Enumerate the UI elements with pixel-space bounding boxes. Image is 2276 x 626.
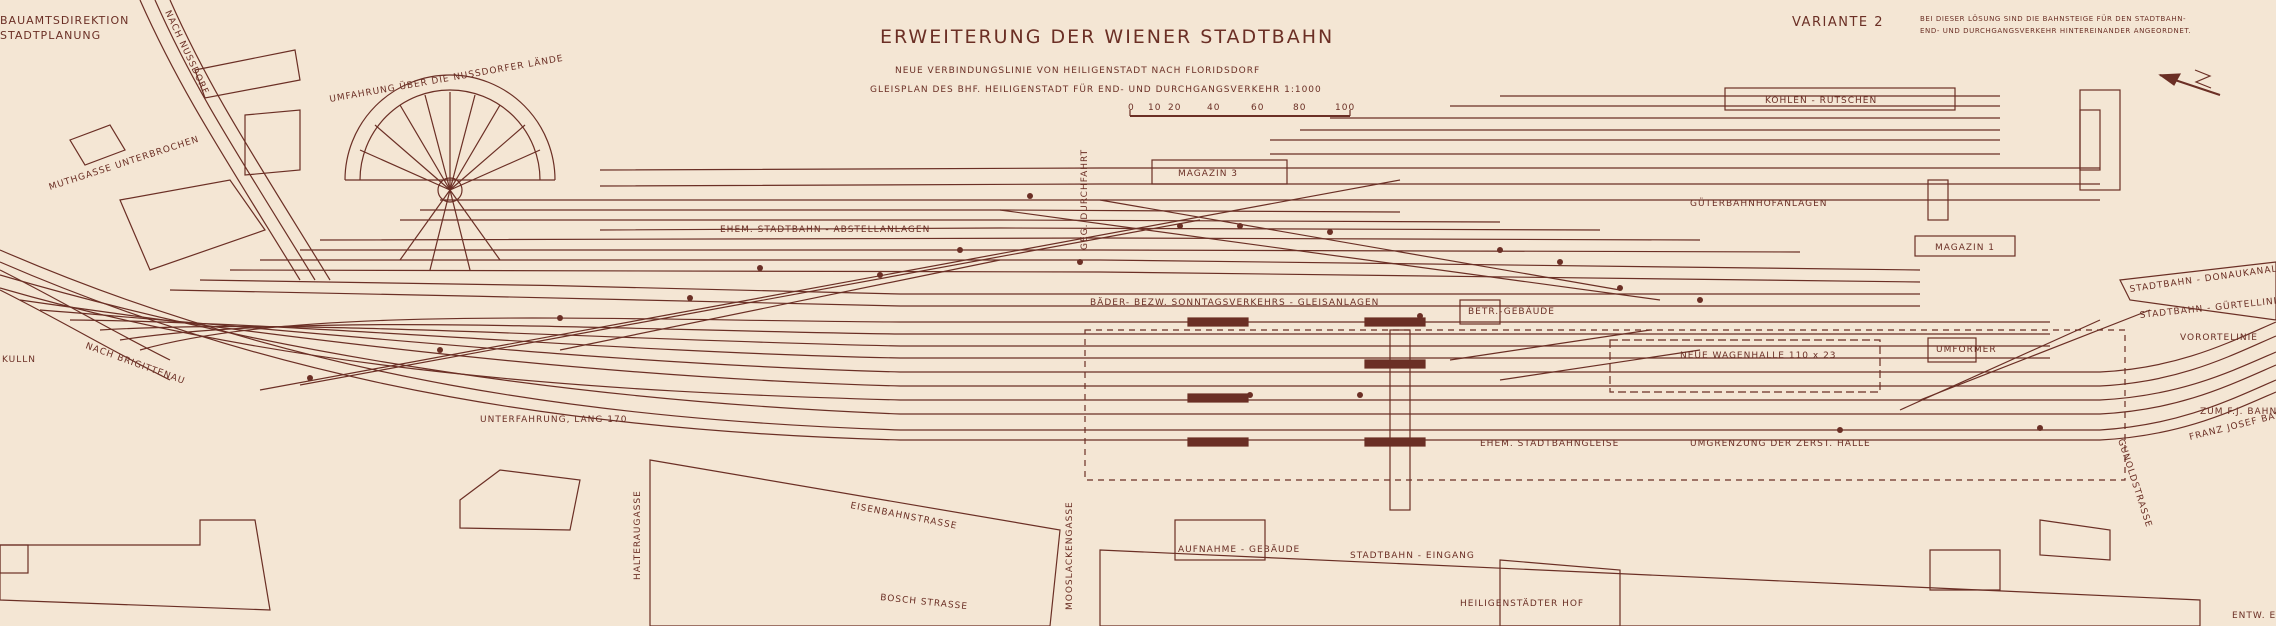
- platform-canopy-5: [1364, 359, 1426, 369]
- scale-bar: 0 10 20 40 60 80 100: [1128, 103, 1355, 117]
- label-geg-durchfahrt: GEG. DURCHFAHRT: [1080, 149, 1090, 250]
- scale-tick-60: 60: [1251, 103, 1264, 113]
- betriebs-gebaeude: [1459, 299, 1501, 325]
- label-magazin-1: MAGAZIN 1: [1935, 243, 1995, 253]
- switch-connectors: [259, 179, 2151, 411]
- variant-note-line-1: BEI DIESER LÖSUNG SIND DIE BAHNSTEIGE FÜ…: [1920, 15, 2187, 23]
- label-halteraugasse: HALTERAUGASSE: [633, 490, 643, 580]
- authority-line-2: STADTPLANUNG: [0, 29, 102, 42]
- label-donaukanallinie: STADTBAHN - DONAUKANALLINIE: [2129, 260, 2276, 295]
- label-ehem-stadtbahngleise: EHEM. STADTBAHNGLEISE: [1480, 439, 1619, 449]
- scale-tick-10: 10: [1148, 103, 1161, 113]
- label-magazin-3: MAGAZIN 3: [1178, 169, 1238, 179]
- variant-note-line-2: END- UND DURCHGANGSVERKEHR HINTEREINANDE…: [1920, 27, 2192, 35]
- label-gueterbahnhof: GÜTERBAHNHOFANLAGEN: [1690, 198, 1828, 209]
- plan-labels: MAGAZIN 3 MAGAZIN 1 KOHLEN - RUTSCHEN GÜ…: [2, 9, 2276, 621]
- variant-label: VARIANTE 2: [1792, 15, 1884, 30]
- authority-line-1: BAUAMTSDIREKTION: [0, 14, 130, 27]
- label-stadtbahn-eingang: STADTBAHN - EINGANG: [1350, 551, 1475, 561]
- magazin-3-building: [1151, 159, 1288, 185]
- label-nach-nussdorf: NACH NUSSDORF: [162, 9, 210, 96]
- label-betr-gebaeude: BETR.-GEBÄUDE: [1468, 306, 1555, 317]
- scale-tick-40: 40: [1207, 103, 1220, 113]
- label-gunoldstrasse: GUNOLDSTRASSE: [2115, 438, 2153, 529]
- label-wagenhalle: NEUE WAGENHALLE 110 x 23: [1680, 351, 1837, 361]
- aufnahme-gebaeude: [1174, 519, 1266, 561]
- label-umgrenzung: UMGRENZUNG DER ZERST. HALLE: [1690, 439, 1871, 449]
- label-nach-brigittenau: NACH BRIGITTENAU: [84, 341, 186, 386]
- label-aufnahme-gebaeude: AUFNAHME - GEBÄUDE: [1178, 544, 1300, 555]
- wagenhalle-outline: [1609, 339, 1881, 393]
- station-structures: [1084, 87, 2126, 561]
- variant-note: BEI DIESER LÖSUNG SIND DIE BAHNSTEIGE FÜ…: [1920, 13, 2191, 37]
- city-blocks: [0, 49, 2276, 626]
- plan-title: ERWEITERUNG DER WIENER STADTBAHN: [880, 26, 1335, 48]
- label-boschstrasse: BOSCH STRASSE: [880, 593, 969, 612]
- nussdorf-line: [0, 0, 331, 381]
- label-baeder-gleisanlagen: BÄDER- BEZW. SONNTAGSVERKEHRS - GLEISANL…: [1090, 297, 1379, 308]
- label-kohlen: KOHLEN - RUTSCHEN: [1765, 96, 1877, 106]
- platform-canopy-4: [1364, 317, 1426, 327]
- label-zum-fj-bahnhof: ZUM F.J. BAHNHOF: [2200, 407, 2276, 417]
- halle-umgrenzung: [1084, 329, 2126, 481]
- label-eisenbahnstrasse: EISENBAHNSTRASSE: [849, 501, 958, 532]
- stadtbahn-eingang-passage: [1389, 329, 1411, 511]
- label-umformer: UMFORMER: [1936, 345, 1997, 355]
- scale-tick-100: 100: [1335, 103, 1355, 113]
- magazin-1-building: [1914, 235, 2016, 257]
- platform-canopy-2: [1187, 393, 1249, 403]
- north-arrow-icon: [2158, 69, 2221, 96]
- label-umfahrung: UMFAHRUNG ÜBER DIE NUSSDORFER LÄNDE: [329, 53, 565, 105]
- authority-block: BAUAMTSDIREKTION STADTPLANUNG: [0, 13, 129, 43]
- label-heiligenstaedter-hof: HEILIGENSTÄDTER HOF: [1460, 598, 1584, 609]
- scale-tick-0: 0: [1128, 103, 1135, 113]
- label-muthgasse: MUTHGASSE UNTERBROCHEN: [48, 135, 201, 193]
- label-kulln: KULLN: [2, 355, 36, 365]
- umformer-building: [1927, 337, 1977, 363]
- platform-canopy-6: [1364, 437, 1426, 447]
- label-entw: ENTW. E. 35 11.: [2232, 611, 2276, 621]
- platform-canopy-1: [1187, 317, 1249, 327]
- scale-tick-80: 80: [1293, 103, 1306, 113]
- label-abstellanlagen: EHEM. STADTBAHN - ABSTELLANLAGEN: [720, 225, 930, 235]
- label-vorortelinie: VORORTELINIE: [2180, 333, 2258, 343]
- main-tracks: [0, 95, 2276, 441]
- kohlen-rutschen-building: [1724, 87, 1956, 111]
- label-unterfahrung: UNTERFAHRUNG, LANG 170: [480, 415, 627, 425]
- platform-canopy-3: [1187, 437, 1249, 447]
- label-mooslackengasse: MOOSLACKENGASSE: [1065, 501, 1075, 610]
- plan-subtitle-1: NEUE VERBINDUNGSLINIE VON HEILIGENSTADT …: [895, 66, 1261, 76]
- plan-subtitle-2: GLEISPLAN DES BHF. HEILIGENSTADT FÜR END…: [870, 85, 1322, 95]
- roundhouse: [344, 74, 556, 271]
- scale-tick-20: 20: [1168, 103, 1181, 113]
- signal-markers: [307, 193, 2043, 433]
